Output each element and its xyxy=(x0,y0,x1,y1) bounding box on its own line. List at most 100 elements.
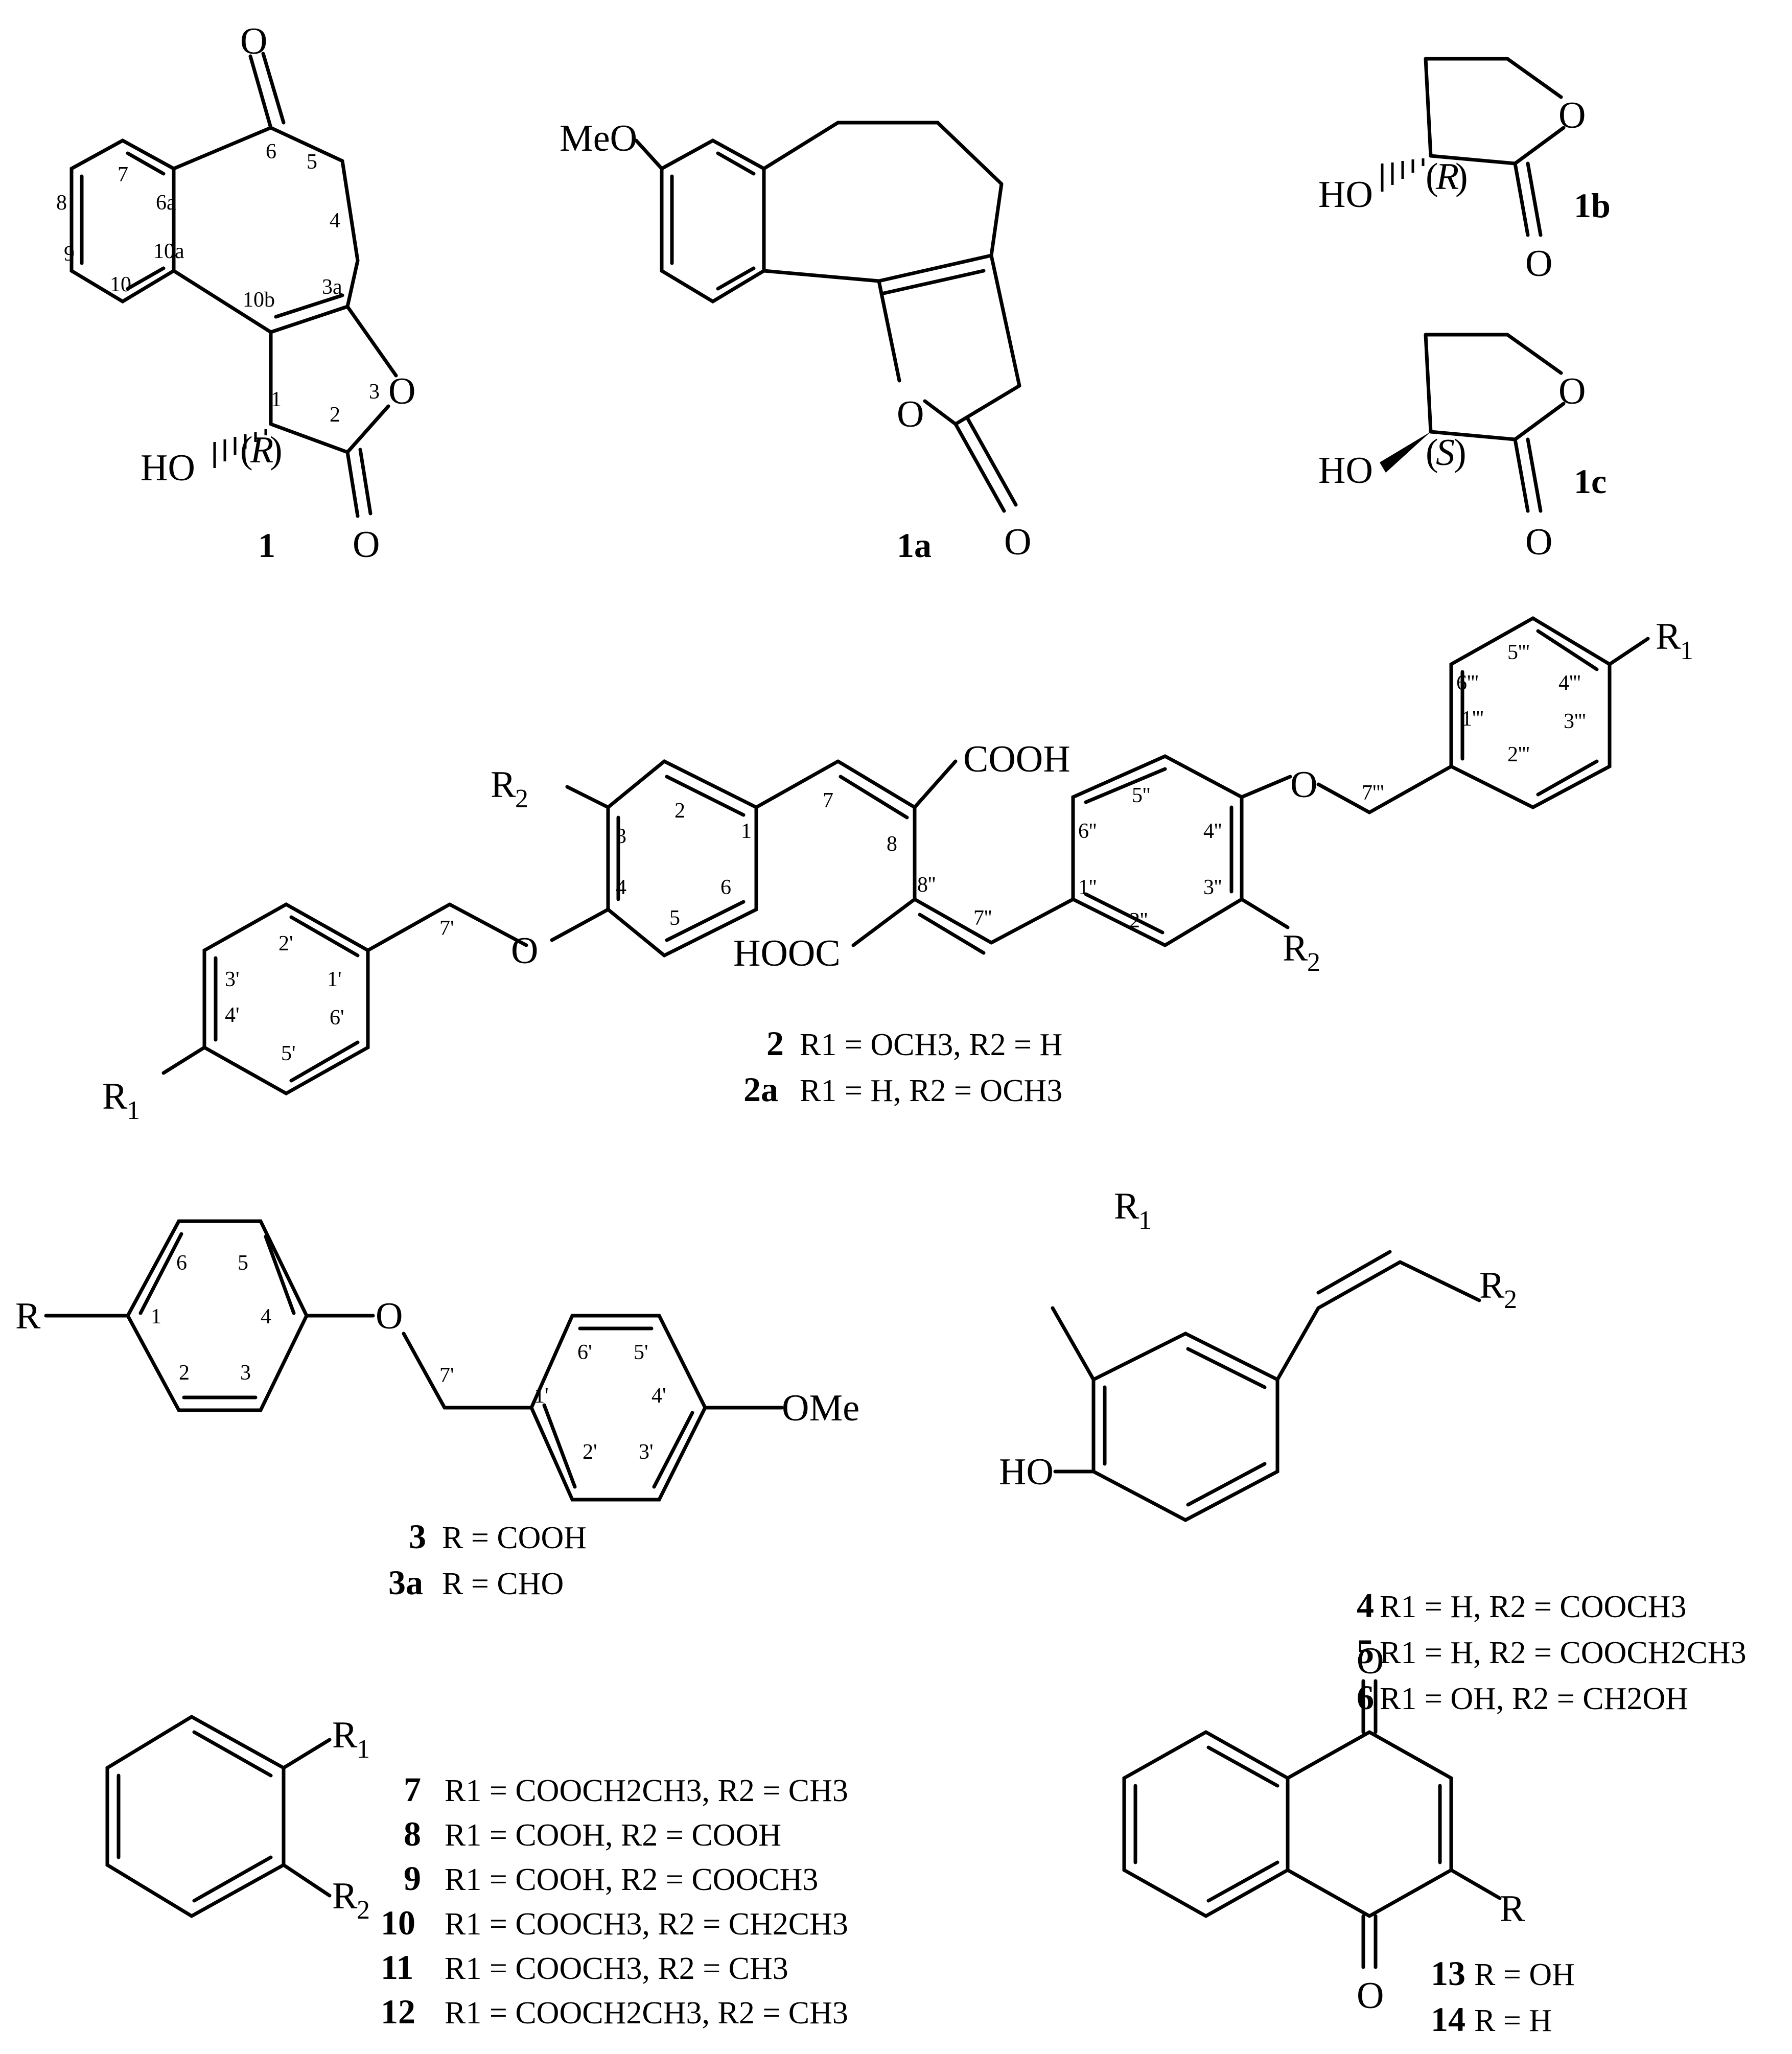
compound-3-locant: 3' xyxy=(639,1440,654,1464)
compound-1-stereo-paren-open: ( xyxy=(240,429,253,471)
compound-2-carboxyl-bottom: HOOC xyxy=(733,932,841,974)
compound-3-locant: 4 xyxy=(261,1305,271,1328)
compound-1-keto-oxygen: O xyxy=(240,20,267,62)
compound-2-R2-left-subscript: 2 xyxy=(515,784,528,813)
compound-2-label: 2 xyxy=(766,1024,784,1063)
compound-7-R2-subscript: 2 xyxy=(357,1896,370,1925)
compound-2-locant: 6''' xyxy=(1456,671,1479,695)
compound-3-locant: 7' xyxy=(439,1364,454,1387)
compound-1b-carbonyl-oxygen: O xyxy=(1525,243,1552,285)
compound-3-R: R xyxy=(15,1295,41,1337)
compound-1c-hydroxyl: HO xyxy=(1318,450,1373,492)
compound-1b-label: 1b xyxy=(1574,186,1611,225)
compound-2-locant: 5' xyxy=(281,1042,296,1065)
compound-4-6-structure xyxy=(1051,1250,1481,1522)
compound-7-R1-subscript: 1 xyxy=(357,1735,370,1764)
compound-2-R1-right: R xyxy=(1656,616,1681,658)
compound-2-R1-left: R xyxy=(102,1076,128,1117)
compound-2-locant: 1 xyxy=(741,820,752,843)
compound-5-label: 5 xyxy=(1357,1632,1374,1671)
compound-2-R2-right-subscript: 2 xyxy=(1307,948,1320,977)
compound-1-hydroxyl: HO xyxy=(141,447,195,489)
compound-1-locant: 7 xyxy=(118,163,128,186)
compound-3a-label: 3a xyxy=(388,1563,423,1602)
compound-2-locant: 3'' xyxy=(1203,876,1222,899)
compound-1-locant: 8 xyxy=(56,191,67,215)
compound-1-locant: 10a xyxy=(153,240,184,263)
compound-1-locant: 6a xyxy=(156,191,176,215)
compound-9-substituents: R1 = COOH, R2 = COOCH3 xyxy=(445,1862,818,1897)
compound-4-substituents: R1 = H, R2 = COOCH3 xyxy=(1380,1590,1686,1624)
compound-1-ring-oxygen: O xyxy=(388,370,415,412)
compound-13-14-structure xyxy=(1122,1679,1502,1969)
compound-1-locant: 3 xyxy=(369,380,380,404)
compound-2-R1-left-subscript: 1 xyxy=(127,1096,140,1125)
compound-13-substituents: R = OH xyxy=(1474,1957,1575,1992)
compound-13-label: 13 xyxy=(1431,1954,1465,1993)
compound-7-R1: R xyxy=(332,1714,358,1756)
compound-3-label: 3 xyxy=(409,1517,426,1556)
compound-1a-methoxy: MeO xyxy=(560,118,637,159)
compound-12-substituents: R1 = COOCH2CH3, R2 = CH3 xyxy=(445,1996,848,2030)
compound-2-locant: 2' xyxy=(278,932,293,955)
compound-1a-ring-oxygen: O xyxy=(897,393,924,435)
compound-2-locant: 7' xyxy=(439,917,454,940)
compound-1-locant: 3a xyxy=(322,275,342,299)
compound-2-locant: 1'' xyxy=(1078,876,1097,899)
compound-11-label: 11 xyxy=(381,1948,413,1987)
compound-2-locant: 4' xyxy=(225,1003,240,1027)
compound-1-carbonyl-oxygen: O xyxy=(353,524,380,566)
compound-1-locant: 4 xyxy=(330,209,340,232)
compound-4-R1: R xyxy=(1114,1185,1139,1227)
compound-7-R2: R xyxy=(332,1875,358,1917)
compound-3-structure xyxy=(44,1219,784,1502)
compound-4-hydroxyl: HO xyxy=(999,1451,1054,1493)
compound-3-locant: 1' xyxy=(534,1384,549,1408)
compound-3-locant: 2' xyxy=(583,1440,597,1464)
compound-2-locant: 7 xyxy=(823,789,833,812)
compound-3-locant: 6' xyxy=(577,1341,592,1364)
compound-1b-stereo-paren-close: ) xyxy=(1455,156,1468,198)
compound-1-label: 1 xyxy=(258,526,275,565)
compound-2-R1-right-subscript: 1 xyxy=(1680,636,1693,665)
compound-3-locant: 5' xyxy=(634,1341,648,1364)
compound-1b-structure xyxy=(1381,57,1566,237)
compound-12-label: 12 xyxy=(381,1992,415,2031)
compound-4-R2-subscript: 2 xyxy=(1504,1285,1517,1314)
compound-2-R2-left: R xyxy=(491,764,516,806)
compound-3-methoxy: OMe xyxy=(782,1387,859,1429)
compound-2-locant: 2'' xyxy=(1129,909,1148,932)
compound-7-12-structure xyxy=(105,1714,332,1919)
compound-3-locant: 3 xyxy=(240,1361,251,1385)
compound-1a-carbonyl-oxygen: O xyxy=(1004,521,1031,563)
compound-2-locant: 3 xyxy=(616,825,626,848)
compound-1a-label: 1a xyxy=(897,526,932,565)
compound-2-locant: 2 xyxy=(674,799,685,823)
compound-1c-ring-oxygen: O xyxy=(1558,370,1586,412)
compound-6-label: 6 xyxy=(1357,1678,1374,1717)
compound-1-locant: 10 xyxy=(110,273,131,296)
compound-1-stereo-paren-close: ) xyxy=(270,429,283,471)
compound-2-ether-oxygen-left: O xyxy=(511,930,538,972)
compound-3-locant: 2 xyxy=(179,1361,190,1385)
compound-1-locant: 10b xyxy=(243,288,275,312)
compound-10-substituents: R1 = COOCH3, R2 = CH2CH3 xyxy=(445,1907,848,1942)
compound-1-stereo-descriptor: R xyxy=(250,429,273,471)
compound-7-label: 7 xyxy=(404,1770,421,1809)
compound-2-locant: 5 xyxy=(669,906,680,930)
compound-14-label: 14 xyxy=(1431,2000,1465,2039)
compound-13-R: R xyxy=(1500,1888,1525,1930)
compound-2-carboxyl-top: COOH xyxy=(963,738,1070,780)
compound-1c-stereo-descriptor: S xyxy=(1436,432,1455,474)
compound-1c-stereo-paren-close: ) xyxy=(1454,432,1467,474)
compound-13-oxygen-bottom: O xyxy=(1357,1975,1384,2017)
compound-1c-structure xyxy=(1380,333,1566,513)
compound-2-locant: 4 xyxy=(616,876,626,899)
compound-4-label: 4 xyxy=(1357,1586,1374,1625)
compound-13-oxygen-top: O xyxy=(1357,1640,1384,1682)
compound-2-locant: 5''' xyxy=(1507,641,1530,664)
compound-2-locant: 7''' xyxy=(1362,781,1384,805)
compound-2-locant: 5'' xyxy=(1132,784,1150,807)
compound-3-locant: 1 xyxy=(151,1305,161,1328)
